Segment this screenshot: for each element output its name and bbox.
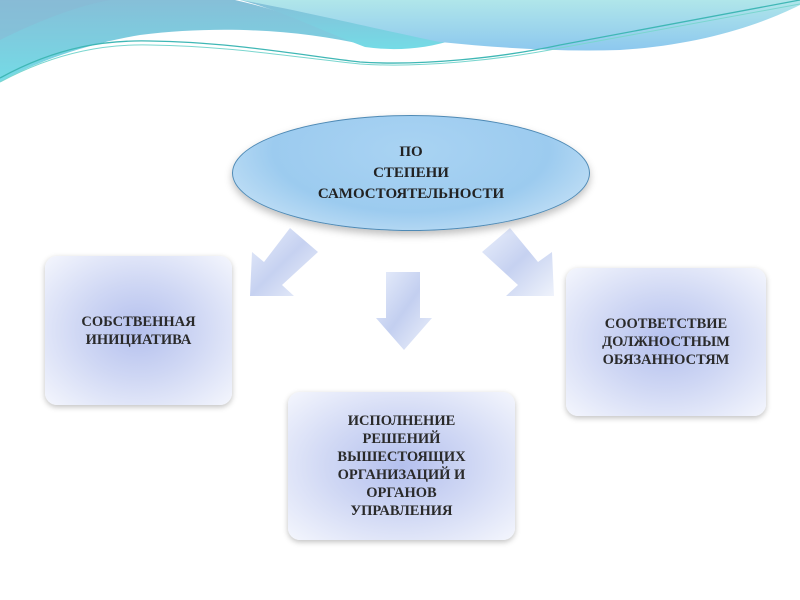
- box-text: ИСПОЛНЕНИЕ РЕШЕНИЙ ВЫШЕСТОЯЩИХ ОРГАНИЗАЦ…: [337, 413, 466, 519]
- box-own-initiative: СОБСТВЕННАЯ ИНИЦИАТИВА: [45, 256, 232, 405]
- center-oval-no-samostoyatelnosti: ПО СТЕПЕНИ САМОСТОЯТЕЛЬНОСТИ: [232, 115, 590, 231]
- arrow-down-right-icon: [482, 228, 554, 296]
- box-text: СОБСТВЕННАЯ ИНИЦИАТИВА: [81, 313, 196, 348]
- arrow-down-left-icon: [250, 228, 318, 296]
- center-line-3: САМОСТОЯТЕЛЬНОСТИ: [317, 185, 505, 202]
- box-higher-decisions: ИСПОЛНЕНИЕ РЕШЕНИЙ ВЫШЕСТОЯЩИХ ОРГАНИЗАЦ…: [288, 392, 515, 540]
- box-text: СООТВЕТСТВИЕ ДОЛЖНОСТНЫМ ОБЯЗАННОСТЯМ: [602, 316, 730, 368]
- box-job-duties: СООТВЕТСТВИЕ ДОЛЖНОСТНЫМ ОБЯЗАННОСТЯМ: [566, 268, 766, 416]
- center-line-1: ПО: [399, 143, 423, 160]
- arrow-down-icon: [376, 272, 432, 350]
- center-line-2: СТЕПЕНИ: [373, 164, 449, 181]
